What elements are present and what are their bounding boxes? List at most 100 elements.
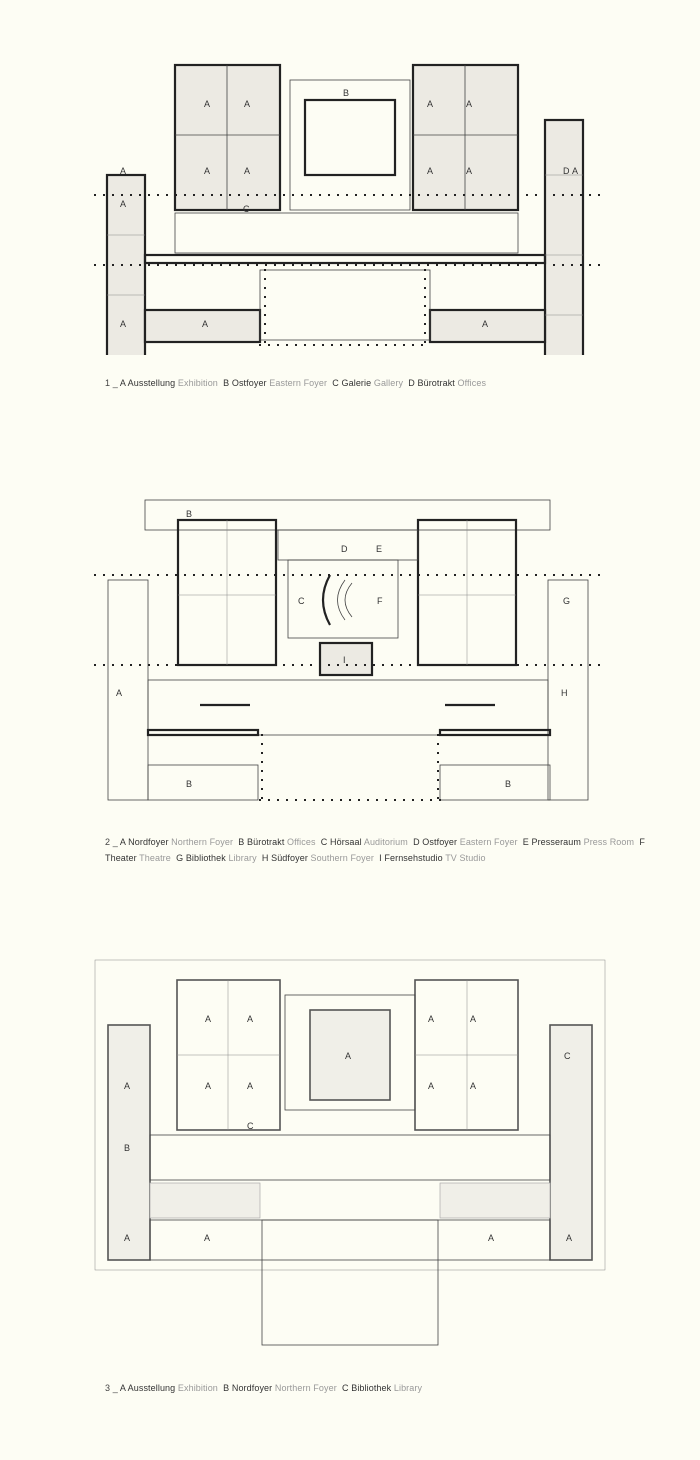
column-marker — [211, 664, 213, 666]
column-marker — [553, 664, 555, 666]
room-label: H — [561, 688, 568, 698]
column-marker — [346, 574, 348, 576]
column-marker — [382, 574, 384, 576]
caption-term-de: Bibliothek — [351, 1383, 392, 1393]
caption-term-de: Bürotrakt — [417, 378, 455, 388]
column-marker — [229, 264, 231, 266]
column-marker — [409, 264, 411, 266]
column-marker — [264, 287, 266, 289]
column-marker — [328, 574, 330, 576]
caption-term-de: Ausstellung — [127, 378, 176, 388]
caption-term-de: Südfoyer — [271, 853, 308, 863]
column-marker — [256, 194, 258, 196]
room-label: A — [427, 99, 433, 109]
column-marker — [571, 664, 573, 666]
column-marker — [175, 574, 177, 576]
column-marker — [394, 799, 396, 801]
column-marker — [175, 664, 177, 666]
caption-number: 1 — [105, 378, 111, 388]
column-marker — [322, 799, 324, 801]
column-marker — [445, 574, 447, 576]
caption-key: B — [223, 1383, 230, 1393]
column-marker — [166, 574, 168, 576]
caption-number: 3 — [105, 1383, 111, 1393]
column-marker — [427, 574, 429, 576]
column-marker — [517, 664, 519, 666]
column-marker — [340, 344, 342, 346]
column-marker — [261, 770, 263, 772]
column-marker — [499, 264, 501, 266]
room-label: A — [572, 166, 578, 176]
column-marker — [535, 264, 537, 266]
column-marker — [580, 574, 582, 576]
column-marker — [130, 264, 132, 266]
caption-key: D — [408, 378, 415, 388]
column-marker — [247, 664, 249, 666]
column-marker — [437, 752, 439, 754]
caption-term-en: Northern Foyer — [171, 837, 234, 847]
column-marker — [346, 664, 348, 666]
column-marker — [310, 664, 312, 666]
column-marker — [328, 194, 330, 196]
column-marker — [409, 664, 411, 666]
column-marker — [261, 779, 263, 781]
column-marker — [517, 574, 519, 576]
column-marker — [157, 194, 159, 196]
column-marker — [175, 264, 177, 266]
column-marker — [265, 194, 267, 196]
caption-key: D — [413, 837, 420, 847]
column-marker — [562, 574, 564, 576]
column-marker — [424, 314, 426, 316]
column-marker — [295, 344, 297, 346]
caption-term-en: Auditorium — [363, 837, 408, 847]
column-marker — [211, 574, 213, 576]
room-label: A — [428, 1014, 434, 1024]
column-marker — [94, 664, 96, 666]
column-marker — [367, 799, 369, 801]
column-marker — [490, 194, 492, 196]
column-marker — [400, 264, 402, 266]
column-marker — [328, 664, 330, 666]
column-marker — [508, 194, 510, 196]
column-marker — [490, 664, 492, 666]
column-marker — [436, 194, 438, 196]
column-marker — [421, 799, 423, 801]
floor-plan-1-labels: A A A A A A A A A A A A A A B C D — [120, 88, 578, 329]
column-marker — [598, 664, 600, 666]
column-marker — [436, 664, 438, 666]
column-marker — [472, 574, 474, 576]
column-marker — [463, 664, 465, 666]
room-label: A — [244, 99, 250, 109]
column-marker — [139, 194, 141, 196]
column-marker — [229, 194, 231, 196]
room-label: A — [204, 166, 210, 176]
column-marker — [376, 799, 378, 801]
room-label: A — [116, 688, 122, 698]
column-marker — [238, 574, 240, 576]
column-marker — [274, 664, 276, 666]
room-label: A — [244, 166, 250, 176]
column-marker — [261, 743, 263, 745]
room-label: A — [247, 1014, 253, 1024]
column-marker — [247, 574, 249, 576]
column-marker — [268, 799, 270, 801]
column-marker — [202, 194, 204, 196]
column-marker — [220, 194, 222, 196]
column-marker — [346, 264, 348, 266]
column-marker — [535, 194, 537, 196]
column-marker — [436, 574, 438, 576]
caption-3: 3 _ A Ausstellung Exhibition B Nordfoyer… — [105, 1383, 423, 1393]
caption-key: A — [119, 837, 126, 847]
caption-2: 2 _ A Nordfoyer Northern Foyer B Bürotra… — [105, 837, 645, 863]
column-marker — [319, 574, 321, 576]
column-marker — [301, 664, 303, 666]
column-marker — [373, 194, 375, 196]
caption-term-en: Gallery — [373, 378, 404, 388]
column-marker — [349, 344, 351, 346]
column-marker — [562, 194, 564, 196]
floor-plan-3: A A A A A A A A A A A A A A A A B C C — [0, 955, 700, 1350]
column-marker — [220, 664, 222, 666]
column-marker — [319, 194, 321, 196]
room-label: A — [124, 1081, 130, 1091]
column-marker — [598, 264, 600, 266]
